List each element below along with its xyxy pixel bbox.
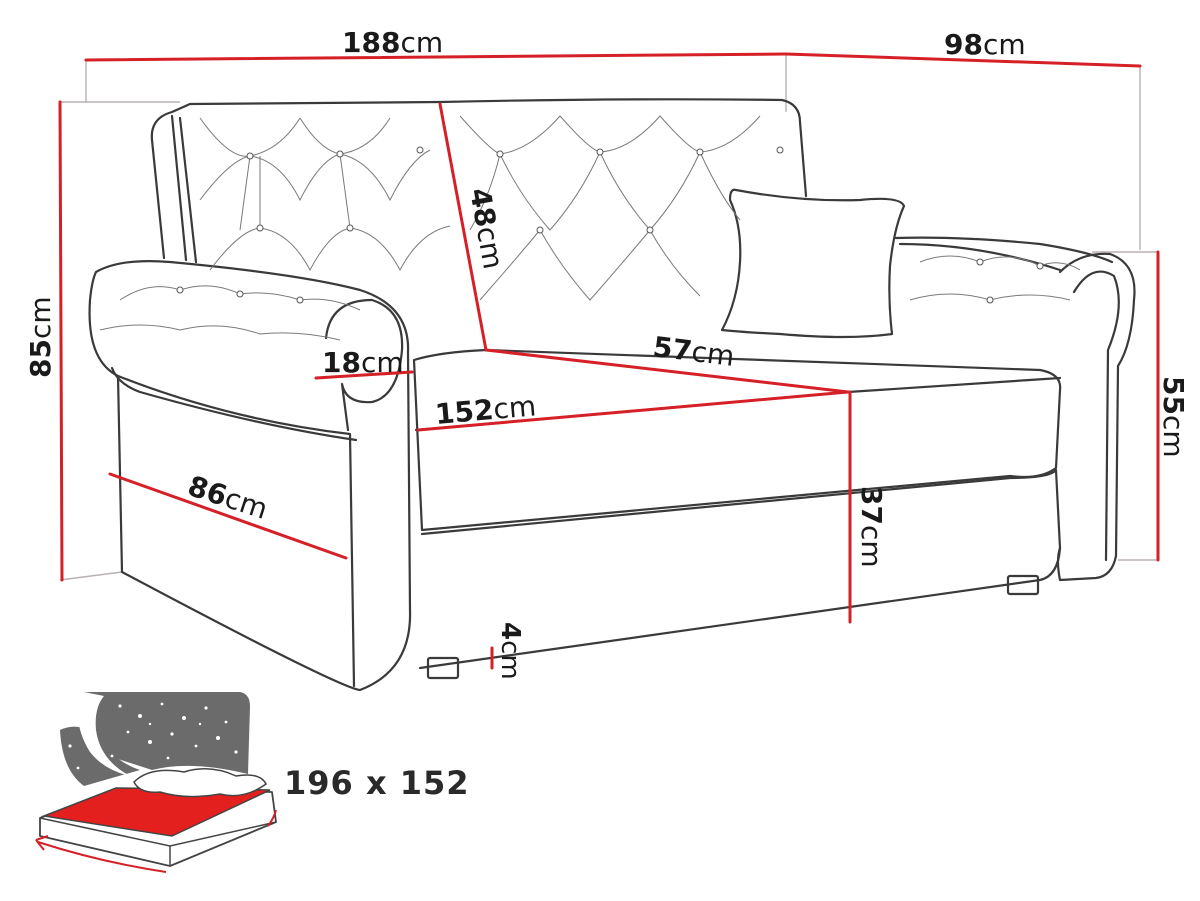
dimension-lines [58, 52, 1160, 670]
sofa-outline [88, 98, 1136, 692]
label-57: 57cm [651, 330, 736, 373]
label-98: 98cm [944, 28, 1026, 61]
label-55: 55cm [1157, 376, 1190, 458]
label-4: 4cm [495, 622, 525, 680]
sleeping-area-label: 196 x 152 [284, 764, 470, 802]
dim-line-86 [108, 472, 348, 560]
label-18: 18cm [322, 346, 404, 379]
label-85: 85cm [24, 296, 57, 378]
dim-line-152 [416, 390, 850, 432]
dim-line-98 [784, 52, 1142, 68]
label-48: 48cm [463, 185, 510, 271]
stars-icon [68, 702, 238, 770]
sofa-bed-icon: 196 x 152 [35, 692, 470, 873]
label-37: 37cm [855, 486, 888, 568]
moon-icon [78, 692, 130, 776]
front-panel [418, 468, 1062, 670]
guide-lines [59, 54, 1158, 581]
label-152: 152cm [434, 389, 538, 431]
label-188: 188cm [342, 26, 443, 59]
right-armrest [1056, 252, 1136, 582]
dim-line-85 [58, 100, 64, 582]
tufting-pattern [99, 115, 1081, 341]
dimension-labels: 188cm 98cm 85cm 55cm 48cm 18cm 57cm 152c… [24, 26, 1190, 680]
leg-right [1006, 574, 1040, 596]
left-armrest [88, 260, 412, 692]
dim-line-188 [84, 52, 788, 62]
dim-line-57 [484, 348, 850, 394]
dim-line-48 [438, 102, 488, 352]
backrest [150, 98, 808, 260]
pillow [720, 188, 906, 339]
leg-left [426, 656, 460, 680]
tufting-buttons [176, 146, 1044, 304]
dim-line-18 [314, 370, 414, 380]
